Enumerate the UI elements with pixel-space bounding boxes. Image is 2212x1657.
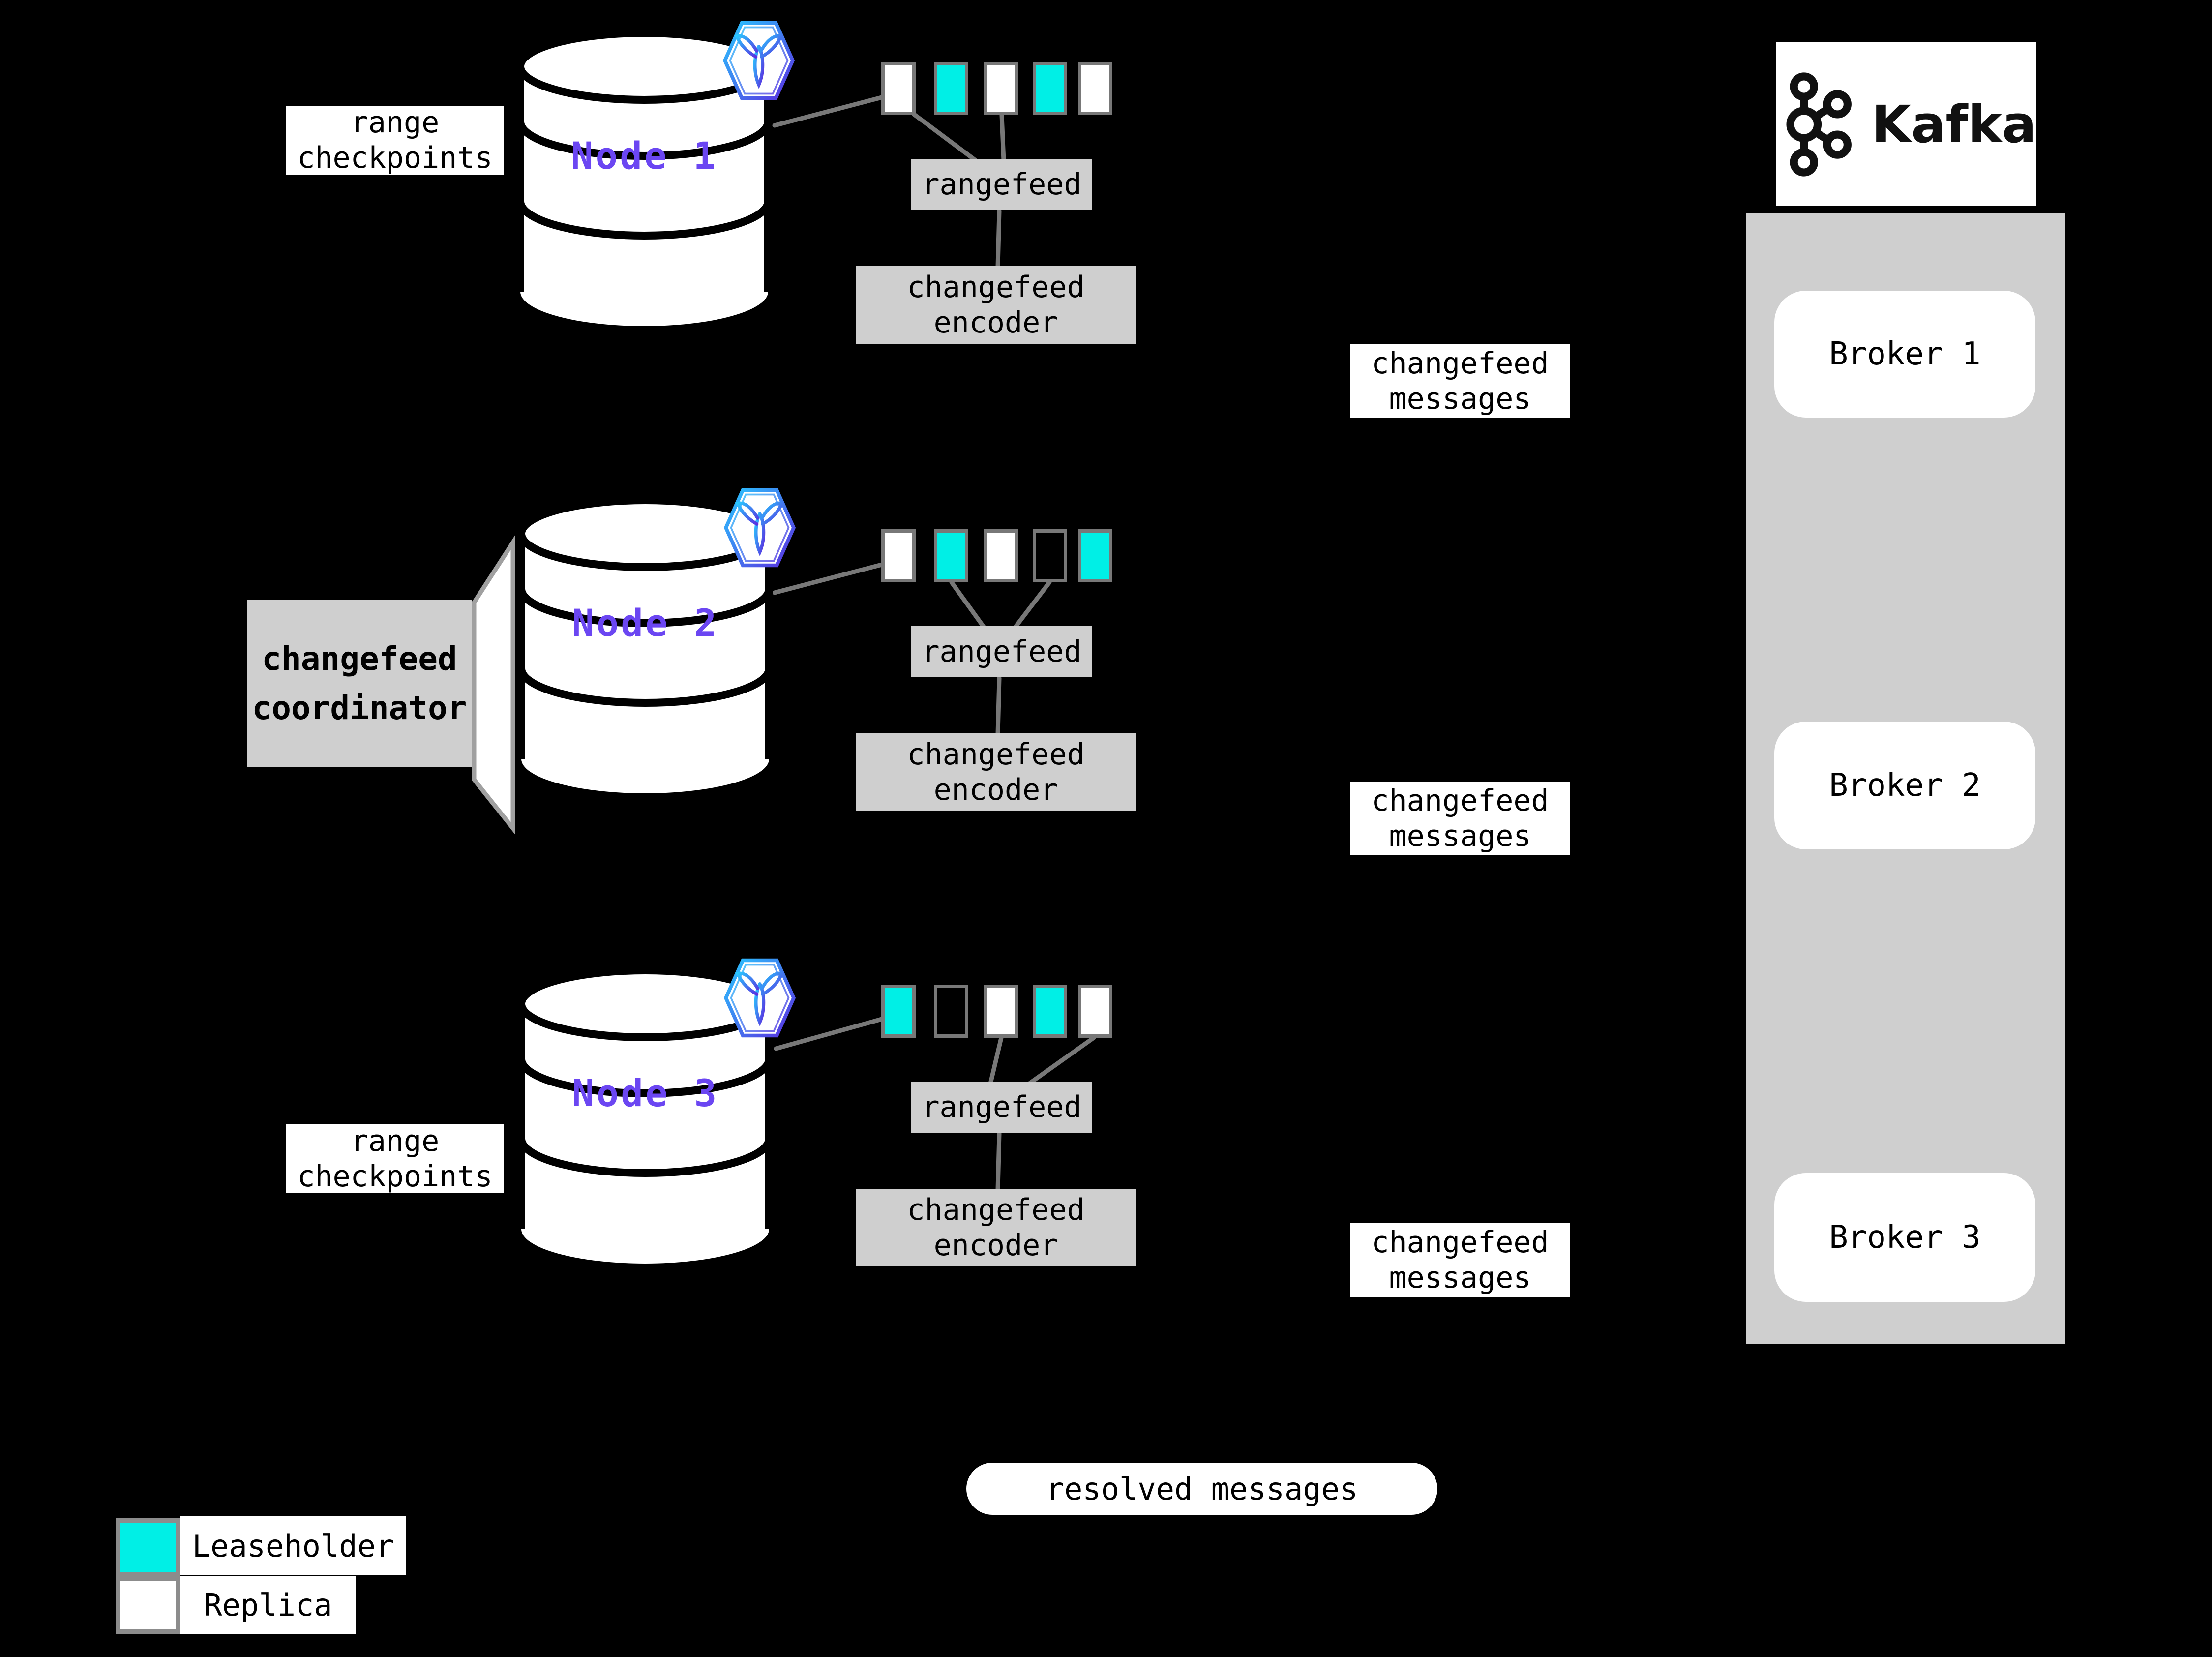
changefeed-messages-label: changefeed messages [1350,1223,1570,1297]
encoder-line2: encoder [933,305,1058,340]
changefeed-encoder-box: changefeed encoder [856,1189,1136,1266]
node-label: Node 2 [571,601,719,645]
range-cell [1033,62,1067,115]
encoder-line1: changefeed [907,737,1085,772]
changefeed-encoder-box: changefeed encoder [856,733,1136,811]
connector-line [1027,1035,1096,1086]
connector-line [995,676,1002,737]
range-cell [1033,985,1067,1038]
encoder-line1: changefeed [907,1193,1085,1227]
range-cell [1078,62,1112,115]
broker-box: Broker 2 [1774,722,2035,849]
connector-line [1012,580,1052,631]
encoder-line2: encoder [933,1228,1058,1263]
cockroachdb-icon [722,21,795,100]
resolved-messages-pill: resolved messages [966,1463,1437,1515]
range-checkpoints-line2: checkpoints [297,1159,493,1194]
messages-line2: messages [1389,1261,1531,1295]
changefeed-coordinator-box: changefeed coordinator [247,600,472,767]
range-cell [984,62,1018,115]
connector-line [995,209,1002,270]
messages-line1: changefeed [1371,346,1549,381]
range-checkpoints-line1: range [350,105,440,140]
connector-line [995,1131,1002,1192]
rangefeed-box: rangefeed [911,159,1092,210]
coordinator-callout-flag [472,535,515,835]
messages-line1: changefeed [1371,1225,1549,1260]
legend-swatch-leaseholder [116,1518,180,1577]
node-label: Node 3 [571,1071,719,1115]
cockroachdb-icon [723,958,796,1038]
connector-line [772,95,884,128]
connector-line [911,112,979,163]
node-cylinder [517,966,773,1264]
coordinator-line2: coordinator [252,689,467,727]
connector-line [774,1017,884,1051]
node-cylinder [517,496,773,793]
range-cell [984,529,1018,582]
connector-line [949,580,987,631]
rangefeed-box: rangefeed [911,626,1092,677]
kafka-brand: Kafka [1871,94,2036,154]
range-cell [881,985,916,1038]
range-checkpoints-line1: range [350,1124,440,1158]
connector-line [988,1035,1004,1086]
range-checkpoints-line2: checkpoints [297,141,493,175]
changefeed-messages-label: changefeed messages [1350,344,1570,418]
messages-line2: messages [1389,382,1531,416]
coordinator-line1: changefeed [262,640,457,678]
range-cell [881,62,916,115]
encoder-line1: changefeed [907,270,1085,304]
changefeed-encoder-box: changefeed encoder [856,266,1136,344]
connector-line [999,113,1006,163]
range-checkpoints-label: range checkpoints [286,105,504,175]
kafka-logo-icon [1786,72,1852,177]
range-cell [934,985,968,1038]
kafka-logo: Kafka [1776,42,2036,206]
range-cell [881,529,916,582]
range-cell [934,62,968,115]
encoder-line2: encoder [933,773,1058,807]
range-checkpoints-label: range checkpoints [286,1124,504,1194]
changefeed-messages-label: changefeed messages [1350,782,1570,855]
legend-swatch-replica [116,1576,180,1634]
range-cell [1078,529,1112,582]
broker-box: Broker 3 [1774,1173,2035,1302]
range-cell [984,985,1018,1038]
legend-label-replica: Replica [180,1576,356,1634]
node-label: Node 1 [570,134,718,178]
messages-line1: changefeed [1371,783,1549,818]
range-cell [1033,529,1067,582]
cockroachdb-icon [723,488,796,568]
messages-line2: messages [1389,819,1531,853]
legend-label-leaseholder: Leaseholder [180,1516,406,1575]
broker-box: Broker 1 [1774,291,2035,418]
range-cell [934,529,968,582]
range-cell [1078,985,1112,1038]
connector-line [772,562,884,595]
rangefeed-box: rangefeed [911,1082,1092,1133]
